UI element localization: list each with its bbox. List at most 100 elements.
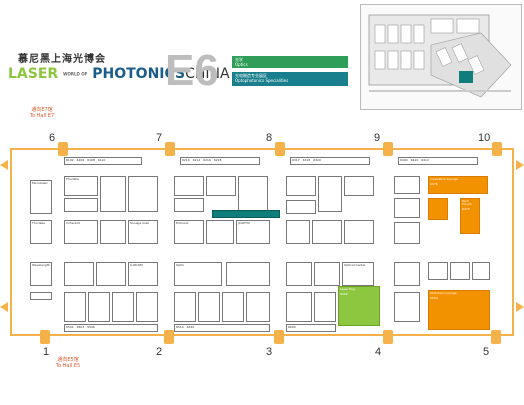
logo-photonics: PHOTONICS — [92, 66, 186, 82]
booth-block[interactable] — [100, 176, 126, 212]
booth-strip-top-1[interactable]: 6102 6106 6108 6110 — [64, 157, 142, 165]
gate-3-icon[interactable] — [274, 330, 284, 344]
exit-arrow-right[interactable] — [516, 160, 524, 170]
booth-block[interactable] — [112, 292, 134, 322]
booth-block[interactable]: Coherent — [64, 220, 98, 244]
booth-block[interactable] — [64, 198, 98, 212]
booth-strip-bottom-3[interactable]: 6600 — [286, 324, 336, 332]
booth-number: 6106 — [76, 158, 85, 162]
booth-block[interactable] — [318, 176, 342, 212]
gate-2-icon[interactable] — [164, 330, 174, 344]
gate-5-label: 5 — [483, 346, 490, 358]
booth-photonics-lounge[interactable]: Photonics Lounge 6550 — [428, 290, 490, 330]
booth-number: 6410 — [410, 158, 419, 162]
booth-block[interactable] — [96, 262, 126, 286]
zone-optics-tag: 光学 Optics — [232, 56, 348, 68]
booth-block[interactable] — [174, 292, 196, 322]
booth-strip-top-3[interactable]: 6317 6318 6320 — [290, 157, 370, 165]
booth-name: Edmund — [176, 221, 189, 225]
booth-block[interactable]: JCOPTIX — [236, 220, 270, 244]
booth-block[interactable] — [344, 176, 374, 196]
booth-block[interactable] — [314, 292, 336, 322]
booth-block[interactable] — [394, 222, 420, 244]
booth-tech-forum[interactable]: Tech Forum 6475 — [460, 198, 480, 234]
booth-number: 6476 — [430, 182, 438, 186]
gate-4-icon[interactable] — [383, 330, 393, 344]
booth-block[interactable] — [64, 292, 86, 322]
booth-block[interactable] — [174, 198, 204, 212]
booth-block[interactable]: Sunage Gobi — [128, 220, 158, 244]
booth-block[interactable] — [312, 220, 342, 244]
booth-block[interactable] — [450, 262, 470, 280]
booth-number: 6400 — [400, 158, 408, 162]
gate-6-icon[interactable] — [58, 142, 68, 156]
booth-block[interactable] — [472, 262, 490, 280]
booth-block[interactable] — [394, 292, 420, 322]
booth-number: 6317 — [292, 158, 300, 162]
exit-arrow-left-lower[interactable] — [0, 302, 8, 312]
gate-1-icon[interactable] — [40, 330, 50, 344]
booth-strip-top-2[interactable]: 6210 6212 6216 6218 — [180, 157, 260, 165]
booth-block[interactable]: Thorlabs — [30, 220, 52, 244]
booth-block[interactable] — [246, 292, 270, 322]
booth-block[interactable] — [394, 176, 420, 194]
gate-7-icon[interactable] — [165, 142, 175, 156]
booth-strip-top-4[interactable]: 6400 6410 6412 — [398, 157, 478, 165]
booth-block[interactable] — [344, 220, 374, 244]
gate-2-label: 2 — [156, 346, 163, 358]
gate-9-icon[interactable] — [383, 142, 393, 156]
booth-block[interactable] — [286, 292, 312, 322]
booth-block[interactable] — [174, 176, 204, 196]
booth-block[interactable] — [30, 292, 52, 300]
booth-block[interactable]: Optical Center — [342, 262, 374, 286]
booth-block[interactable] — [222, 292, 244, 322]
booth-block[interactable]: Ophir — [174, 262, 222, 286]
booth-strip-bottom-1[interactable]: 6501 6503 6506 — [64, 324, 158, 332]
booth-number: 6510 — [176, 325, 184, 329]
booth-block[interactable] — [206, 176, 236, 196]
booth-number: 6212 — [192, 158, 201, 162]
gate-10-icon[interactable] — [492, 142, 502, 156]
booth-block[interactable] — [136, 292, 158, 322]
booth-number: 6216 — [203, 158, 211, 162]
gate-8-icon[interactable] — [275, 142, 285, 156]
zone-optics-cn: 光学 — [235, 57, 243, 62]
booth-block[interactable] — [286, 176, 316, 196]
booth-number: 6503 — [76, 325, 85, 329]
booth-block[interactable] — [286, 220, 310, 244]
booth-block[interactable] — [286, 200, 316, 214]
booth-green-pavilion[interactable]: Laser Eng. 6490 — [338, 286, 380, 326]
booth-block[interactable] — [428, 262, 448, 280]
booth-block[interactable] — [226, 262, 270, 286]
booth-orange-small[interactable] — [428, 198, 448, 220]
booth-block[interactable] — [64, 262, 94, 286]
aisle-right — [512, 148, 514, 336]
booth-block[interactable]: Thorlabs — [64, 176, 98, 196]
booth-block[interactable] — [394, 198, 420, 218]
booth-block[interactable]: Microbasic — [30, 180, 52, 214]
booth-strip-bottom-2[interactable]: 6510 6530 — [174, 324, 270, 332]
booth-block[interactable] — [198, 292, 220, 322]
booth-block[interactable] — [286, 262, 312, 286]
minimap-current-hall — [459, 71, 473, 83]
booth-block[interactable] — [394, 262, 420, 286]
booth-block[interactable]: Wavelength — [30, 262, 52, 286]
exit-arrow-left[interactable] — [0, 160, 8, 170]
booth-block[interactable]: LUXCOM — [128, 262, 158, 286]
booth-block[interactable]: Edmund — [174, 220, 204, 244]
exit-arrow-right-lower[interactable] — [516, 302, 524, 312]
booth-innovation-lounge[interactable]: Innovation Lounge 6476 — [428, 176, 488, 194]
booth-block[interactable] — [314, 262, 340, 286]
booth-block[interactable] — [206, 220, 234, 244]
booth-block[interactable] — [238, 176, 268, 212]
booth-block[interactable] — [100, 220, 126, 244]
zone-optics-en: Optics — [235, 62, 248, 67]
booth-block[interactable] — [128, 176, 158, 212]
logo-laser: LASER — [8, 66, 59, 82]
link-hall-e7[interactable]: 通向E7馆 To Hall E7 — [20, 107, 64, 119]
aisle-left — [10, 148, 12, 336]
booth-block[interactable] — [88, 292, 110, 322]
link-hall-e5[interactable]: 通向E5馆 To Hall E5 — [46, 357, 90, 369]
gate-5-icon[interactable] — [491, 330, 501, 344]
booth-highlight-teal[interactable] — [212, 210, 280, 218]
